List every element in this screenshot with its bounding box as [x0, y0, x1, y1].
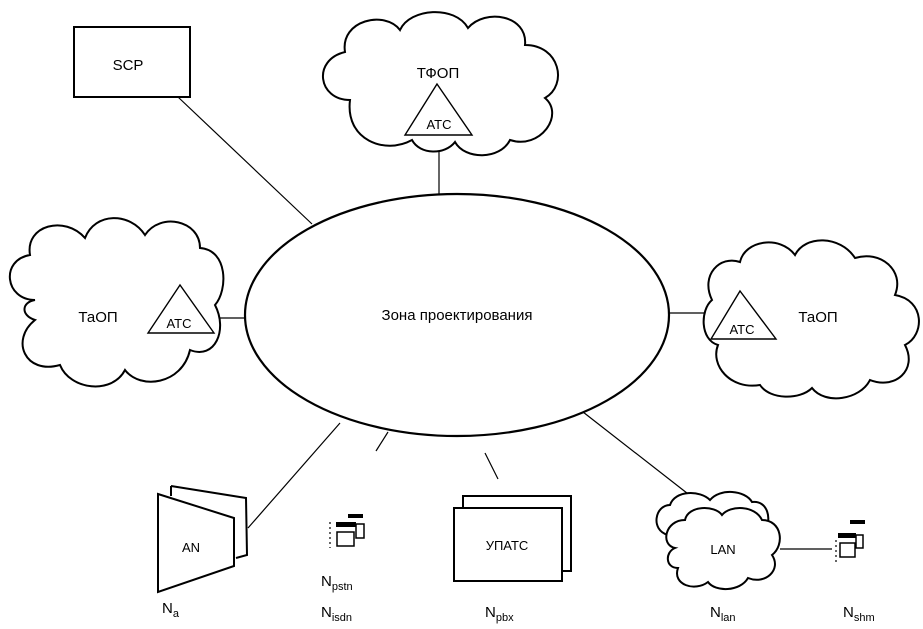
shm-terminal-body	[839, 542, 856, 558]
an-front-panel	[157, 492, 235, 594]
shm-terminal-screen	[838, 533, 856, 538]
caption-npbx: Npbx	[485, 604, 514, 624]
taop-left-label: ТаОП	[78, 309, 117, 326]
design-zone-ellipse	[243, 192, 671, 438]
upats-front-box	[453, 507, 563, 582]
taop-left-cloud-shape	[8, 217, 225, 388]
taop-right-exchange-triangle	[709, 289, 778, 340]
design-zone: Зона проектирования	[243, 192, 671, 438]
tfop-exchange-triangle	[403, 82, 474, 136]
caption-nshm: Nshm	[843, 604, 875, 624]
taop-right-cloud-node: ТаОП АТС	[702, 239, 920, 400]
caption-nisdn: Nisdn	[321, 604, 352, 624]
upats-label: УПАТС	[486, 538, 529, 553]
taop-right-exchange-label: АТС	[730, 322, 755, 337]
link-pstn	[375, 431, 389, 452]
an-label: AN	[182, 540, 200, 555]
upats-node: УПАТС	[453, 495, 572, 582]
pstn-terminal-body	[336, 531, 355, 547]
shm-terminal-top	[850, 520, 865, 524]
link-lan	[582, 411, 693, 498]
lan-node: LAN	[655, 491, 781, 590]
scp-box	[73, 26, 191, 98]
caption-na: Na	[162, 600, 180, 620]
an-node: AN	[157, 485, 249, 594]
taop-left-exchange-triangle	[146, 283, 216, 334]
shm-terminal-side	[855, 534, 864, 549]
caption-npstn: Npstn	[321, 573, 353, 593]
link-an	[247, 422, 341, 529]
link-scp	[177, 96, 313, 225]
scp-label: SCP	[113, 57, 144, 74]
pstn-terminal-icon	[329, 514, 365, 548]
scp-node: SCP	[73, 26, 191, 98]
taop-left-exchange-label: АТС	[167, 316, 192, 331]
caption-nlan: Nlan	[710, 604, 736, 624]
shm-terminal-icon	[835, 520, 865, 562]
pstn-terminal-side	[355, 523, 365, 539]
taop-right-cloud-shape	[702, 239, 920, 400]
pstn-terminal-top	[348, 514, 363, 518]
tfop-exchange-label: АТС	[427, 117, 452, 132]
taop-right-label: ТаОП	[798, 309, 837, 326]
link-pbx	[484, 452, 499, 480]
taop-left-cloud-node: ТаОП АТС	[8, 217, 225, 388]
design-zone-label: Зона проектирования	[382, 307, 533, 324]
tfop-cloud-shape	[321, 11, 559, 157]
lan-front-cloud	[665, 507, 781, 590]
pstn-terminal-screen	[336, 522, 356, 527]
lan-label: LAN	[710, 542, 735, 557]
an-back-panel	[170, 485, 249, 559]
tfop-label: ТФОП	[417, 65, 460, 82]
tfop-cloud-node: ТФОП АТС	[321, 11, 559, 157]
captions: Na Npstn Nisdn Npbx Nlan Nshm	[162, 573, 875, 624]
